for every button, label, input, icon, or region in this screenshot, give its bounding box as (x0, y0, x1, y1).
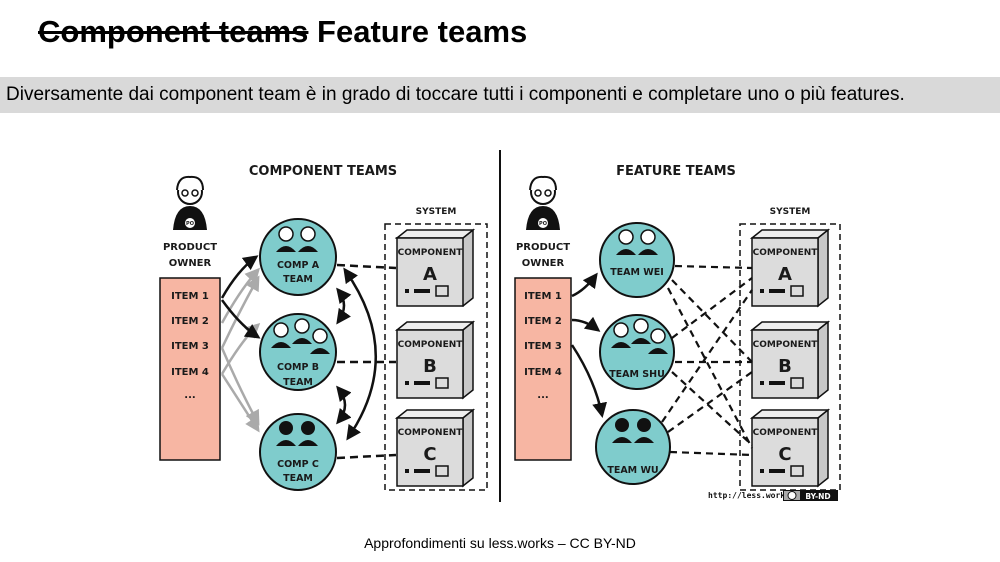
component-c-right-letter: C (778, 444, 791, 465)
page-title: Component teams Feature teams (38, 14, 527, 50)
team-wu (595, 409, 671, 485)
feature-backlog-arrows (570, 272, 607, 418)
comp-b-team-line1: COMP B (277, 362, 319, 373)
component-b-box-right (749, 320, 831, 400)
product-backlog-right (514, 277, 572, 461)
backlog-item-more: ... (184, 390, 195, 401)
team-coordination-arrows (336, 267, 377, 441)
component-a-label: COMPONENT (398, 248, 464, 258)
system-label-right: SYSTEM (770, 207, 811, 217)
po-label-line2: OWNER (169, 258, 212, 269)
backlog-arrows-primary (220, 255, 261, 339)
backlog-item-1: ITEM 1 (171, 291, 209, 302)
backlog-arrows-secondary (220, 267, 261, 433)
system-label: SYSTEM (416, 207, 457, 217)
backlog-right-item-2: ITEM 2 (524, 316, 562, 327)
component-a-box (394, 228, 476, 308)
product-owner-figure (173, 175, 207, 230)
product-backlog (159, 277, 221, 461)
po-badge-right: PO (539, 221, 547, 227)
team-shu (599, 314, 675, 390)
po-badge: PO (186, 221, 194, 227)
component-a-letter: A (423, 264, 437, 285)
feature-team-component-links (661, 264, 753, 457)
component-a-box-right (749, 228, 831, 308)
po-label-right-line2: OWNER (522, 258, 565, 269)
comp-c-team (259, 413, 337, 491)
component-c-box-right (749, 408, 831, 488)
comp-c-team-line2: TEAM (283, 473, 313, 484)
component-a-right-label: COMPONENT (753, 248, 819, 258)
component-b-box (394, 320, 476, 400)
title-struck-text: Component teams (38, 14, 309, 49)
component-teams-heading: COMPONENT TEAMS (249, 164, 397, 179)
backlog-right-item-3: ITEM 3 (524, 341, 562, 352)
backlog-item-2: ITEM 2 (171, 316, 209, 327)
team-shu-label: TEAM SHU (609, 369, 665, 380)
comp-a-team-line1: COMP A (277, 260, 320, 271)
credit-url: http://less.works (708, 491, 790, 500)
cc-license-badge (783, 490, 838, 501)
po-label-line1: PRODUCT (163, 242, 217, 253)
component-c-label: COMPONENT (398, 428, 464, 438)
comp-a-team-line2: TEAM (283, 274, 313, 285)
component-c-right-label: COMPONENT (753, 428, 819, 438)
team-wu-label: TEAM WU (607, 465, 658, 476)
component-c-letter: C (423, 444, 436, 465)
comp-b-team (259, 313, 337, 391)
title-main-text: Feature teams (317, 14, 528, 49)
team-wei-label: TEAM WEI (610, 267, 664, 278)
backlog-item-4: ITEM 4 (171, 367, 209, 378)
comp-a-team (259, 218, 337, 296)
component-b-right-letter: B (778, 356, 792, 377)
comp-b-team-line2: TEAM (283, 377, 313, 388)
po-label-right-line1: PRODUCT (516, 242, 570, 253)
feature-teams-heading: FEATURE TEAMS (616, 164, 736, 179)
backlog-item-3: ITEM 3 (171, 341, 209, 352)
backlog-right-item-more: ... (537, 390, 548, 401)
source-caption: Approfondimenti su less.works – CC BY-ND (364, 535, 636, 551)
subtitle-text: Diversamente dai component team è in gra… (6, 84, 905, 105)
component-b-letter: B (423, 356, 437, 377)
backlog-right-item-1: ITEM 1 (524, 291, 562, 302)
comp-c-team-line1: COMP C (277, 459, 319, 470)
team-wei (599, 222, 675, 298)
component-b-right-label: COMPONENT (753, 340, 819, 350)
product-owner-figure-right (526, 175, 560, 230)
team-component-links (336, 263, 397, 460)
component-b-label: COMPONENT (398, 340, 464, 350)
cc-license-text: BY-ND (805, 492, 830, 501)
system-boundary (384, 223, 488, 491)
teams-diagram: COMPONENT TEAMS PO PRODUCT OWNER ITEM 1 … (159, 150, 841, 502)
backlog-right-item-4: ITEM 4 (524, 367, 562, 378)
component-a-right-letter: A (778, 264, 792, 285)
subtitle-bar: Diversamente dai component team è in gra… (0, 77, 1000, 113)
component-c-box (394, 408, 476, 488)
